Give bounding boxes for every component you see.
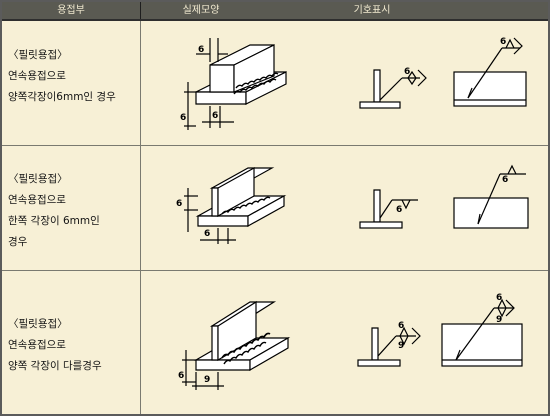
- row-2-line-4: 경우: [8, 236, 28, 248]
- row-3-weld-symbol-b: 6 9: [441, 293, 523, 367]
- row-divider: [2, 270, 548, 271]
- row-2-line-2: 연속용접으로: [8, 194, 66, 206]
- row-3-line-2: 연속용접으로: [8, 339, 66, 351]
- row-3-description: 〈필릿용접〉 연속용접으로 양쪽 각장이 다를경우: [8, 314, 136, 377]
- row-1-weld-symbol-a: 6: [359, 67, 427, 109]
- header-actual-shape: 실제모양: [182, 5, 220, 16]
- header-divider: [140, 2, 141, 19]
- header-symbol: 기호표시: [353, 5, 391, 16]
- row-3-line-1: 〈필릿용접〉: [8, 318, 68, 330]
- row-2-symbol-a-size: 6: [396, 205, 402, 215]
- row-1-dim-bottom: 6: [212, 111, 218, 121]
- table-header: 용접부 실제모양 기호표시: [2, 2, 548, 21]
- row-divider: [2, 145, 548, 146]
- row-1-fillet-weld-drawing: 6 6 6: [180, 38, 287, 130]
- row-1-symbol-a-size: 6: [404, 67, 410, 77]
- column-divider: [140, 21, 141, 414]
- row-3-weld-symbol-a: 6 9: [357, 321, 421, 367]
- row-3-symbol-b-size-bottom: 9: [496, 315, 502, 325]
- row-2-dim-bottom: 6: [204, 229, 210, 239]
- row-2-fillet-weld-drawing: 6 6: [176, 166, 287, 244]
- row-1-weld-symbol-b: 6: [453, 37, 527, 107]
- row-2-line-3: 한쪽 각장이 6mm인: [8, 215, 100, 227]
- row-3-symbol-a-size-top: 6: [398, 321, 404, 331]
- header-weld-part: 용접부: [57, 5, 85, 16]
- row-1-symbol-b-size: 6: [500, 37, 506, 47]
- row-2-weld-symbol-a: 6: [359, 189, 418, 229]
- row-3-dim-bottom: 9: [204, 375, 210, 385]
- row-3-dim-left: 6: [178, 371, 184, 381]
- row-1-dim-top: 6: [198, 45, 204, 55]
- row-2-line-1: 〈필릿용접〉: [8, 173, 68, 185]
- row-3-line-3: 양쪽 각장이 다를경우: [8, 360, 102, 372]
- row-2-weld-symbol-b: 6: [453, 164, 529, 229]
- row-3-fillet-weld-drawing: 6 9: [178, 300, 291, 390]
- row-3-symbol-a-size-bottom: 9: [398, 341, 404, 351]
- row-2-description: 〈필릿용접〉 연속용접으로 한쪽 각장이 6mm인 경우: [8, 169, 136, 253]
- row-2-symbol-b-size: 6: [502, 175, 508, 185]
- row-1-line-3: 양쪽각장이6mm인 경우: [8, 91, 116, 103]
- row-3-symbol-b-size-top: 6: [496, 293, 502, 303]
- row-1-line-2: 연속용접으로: [8, 70, 66, 82]
- row-1-description: 〈필릿용접〉 연속용접으로 양쪽각장이6mm인 경우: [8, 45, 136, 108]
- row-1-line-1: 〈필릿용접〉: [8, 49, 68, 61]
- row-1-dim-left: 6: [180, 113, 186, 123]
- row-2-dim-left: 6: [176, 199, 182, 209]
